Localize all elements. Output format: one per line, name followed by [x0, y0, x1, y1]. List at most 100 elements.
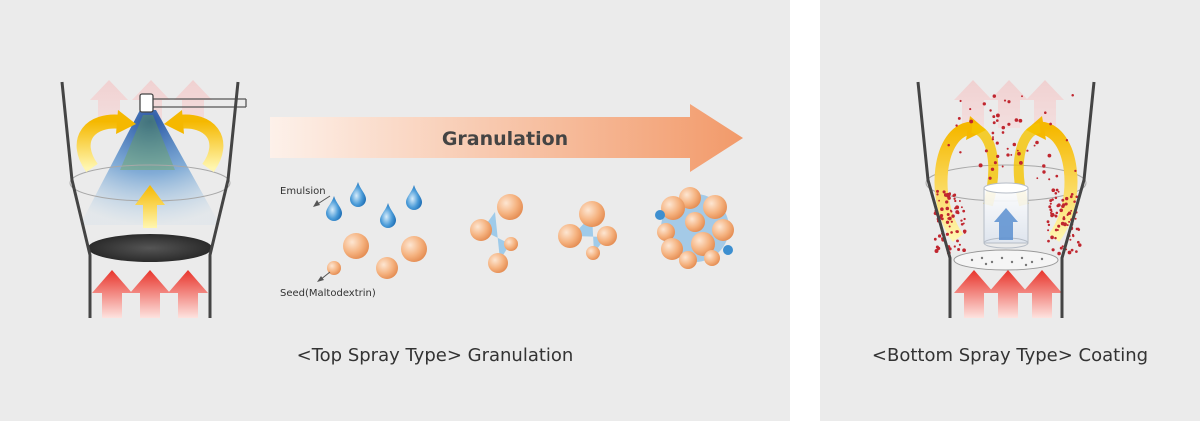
coating-dot — [1001, 165, 1004, 168]
coating-dot — [952, 194, 956, 197]
coating-dot — [946, 213, 950, 216]
vessel-wall-right — [1060, 81, 1096, 318]
coating-dot — [1070, 192, 1074, 196]
coating-dot — [1048, 205, 1052, 209]
coating-dot — [1042, 164, 1046, 168]
coating-dot — [1065, 196, 1069, 201]
perforated-plate — [953, 249, 1059, 271]
stage-agglomerate — [655, 187, 734, 269]
coating-dot — [989, 109, 992, 112]
coating-dot — [1062, 217, 1066, 221]
coating-dot — [1018, 118, 1023, 123]
coating-dot — [1067, 211, 1072, 215]
coating-dot — [1017, 151, 1021, 156]
coating-dot — [1059, 208, 1063, 213]
coating-dot — [950, 220, 953, 223]
coating-dot — [948, 225, 951, 228]
coating-dot — [984, 149, 988, 153]
coating-dot — [1049, 211, 1052, 214]
coating-dot — [1057, 251, 1061, 256]
coating-dot — [992, 94, 997, 98]
coating-dot — [1007, 100, 1011, 104]
coating-dot — [1033, 144, 1036, 147]
coating-dot — [1054, 228, 1058, 232]
coating-dot — [947, 217, 950, 220]
coating-dot — [1061, 198, 1065, 202]
coating-dot — [1035, 140, 1039, 145]
coating-dot — [1049, 122, 1052, 126]
coating-dot — [942, 190, 946, 194]
coating-dot — [955, 205, 960, 210]
coating-dot — [1071, 93, 1074, 97]
coating-dot — [978, 163, 983, 168]
coating-dot — [1014, 118, 1019, 122]
coating-dot — [1010, 153, 1013, 156]
coating-dot — [946, 192, 951, 197]
coating-dot — [945, 220, 950, 224]
yellow-up-arrow-icon — [135, 185, 165, 228]
coating-dot — [1051, 188, 1056, 193]
coating-dot — [962, 222, 965, 225]
coating-dot — [945, 232, 950, 236]
coating-dot — [990, 167, 995, 171]
coating-dot — [960, 219, 963, 222]
stage-bridge-1 — [470, 194, 523, 273]
coating-dot — [945, 200, 949, 204]
coating-dot — [1048, 178, 1051, 181]
granulation-label: Granulation — [442, 128, 568, 150]
coating-dot — [1065, 139, 1069, 142]
coating-dot — [951, 214, 955, 218]
coating-dot — [936, 189, 939, 193]
granulation-arrow: Granulation — [270, 104, 743, 172]
vessel-wall-left — [916, 81, 952, 318]
coating-dot — [1042, 170, 1046, 174]
coating-dot — [1047, 153, 1052, 158]
coating-dot — [1049, 202, 1052, 205]
coating-dot — [1059, 246, 1063, 250]
stage-emulsion-seed: Emulsion Seed(Maltodextrin) — [280, 182, 427, 299]
coating-dot — [992, 121, 996, 125]
coating-dot — [995, 113, 1000, 118]
coating-dot — [1071, 233, 1075, 237]
coating-dot — [1051, 198, 1054, 201]
coating-dot — [1068, 220, 1071, 223]
top-spray-caption: <Top Spray Type> Granulation — [296, 345, 574, 366]
particle-icon — [327, 233, 427, 279]
coating-dot — [1057, 224, 1061, 228]
coating-dot — [945, 206, 950, 211]
coating-dot — [1001, 131, 1005, 134]
coating-dot — [1070, 248, 1074, 252]
coating-dot — [962, 229, 967, 234]
coating-dot — [1073, 200, 1076, 203]
coating-dot — [1012, 142, 1017, 147]
coating-dot — [969, 119, 974, 124]
coating-dot — [995, 141, 999, 145]
coating-dot — [1036, 177, 1039, 180]
coating-dot — [947, 143, 950, 147]
coating-dot — [1075, 195, 1079, 199]
coating-dot — [1054, 236, 1057, 240]
coating-dot — [957, 116, 961, 120]
coating-dot — [933, 237, 937, 241]
coating-dot — [996, 154, 1000, 158]
coating-dot — [1070, 209, 1073, 212]
coating-dot — [1047, 223, 1051, 227]
coating-dot — [1047, 239, 1050, 243]
coating-dot — [1069, 238, 1072, 241]
coating-dot — [1054, 192, 1058, 195]
coating-dot — [1064, 202, 1068, 206]
coating-dot — [982, 102, 986, 106]
bottom-spray-vessel — [916, 80, 1096, 318]
coating-dot — [960, 206, 963, 209]
coating-dot — [1060, 221, 1065, 226]
coating-dot — [954, 199, 957, 203]
coating-dot — [947, 196, 951, 200]
coating-dot — [995, 119, 999, 122]
emulsion-label: Emulsion — [280, 186, 326, 197]
coating-dot — [940, 207, 944, 211]
coating-dot — [1056, 204, 1060, 208]
coating-dot — [955, 230, 958, 233]
coating-dot — [1055, 211, 1059, 215]
seed-label: Seed(Maltodextrin) — [280, 288, 376, 299]
coating-dot — [1047, 229, 1050, 232]
